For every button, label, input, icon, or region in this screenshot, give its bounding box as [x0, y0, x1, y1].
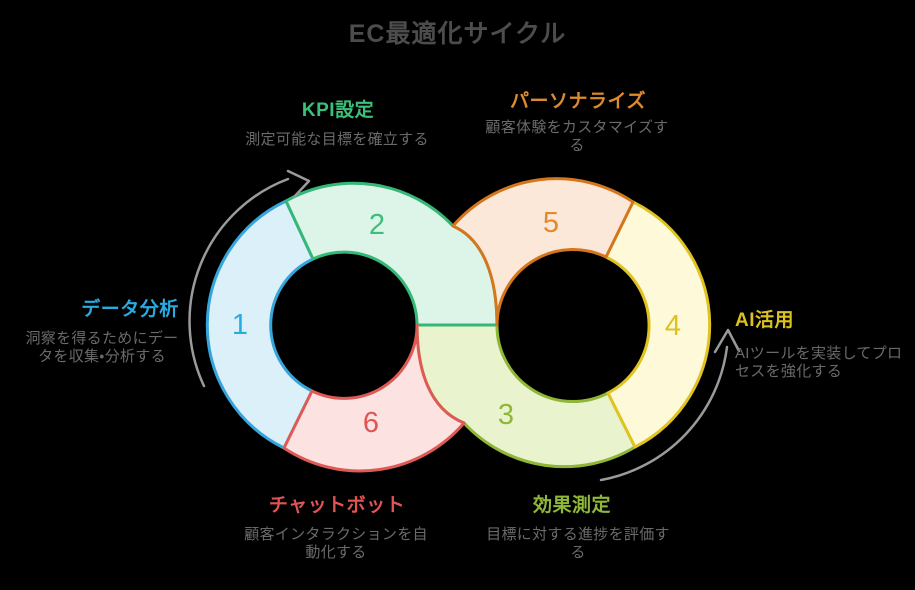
step-1-title: データ分析: [81, 299, 179, 320]
step-1-desc: 洞察を得るためにデー タを収集・分析する: [25, 330, 179, 365]
step-5-arc: [451, 177, 635, 327]
step-2-desc: 測定可能な目標を確立する: [245, 131, 429, 148]
page-title: EC最適化サイクル: [348, 20, 567, 48]
step-2-arc: [284, 181, 499, 327]
step-5-desc: 顧客体験をカスタマイズす る: [485, 119, 669, 154]
step-5-number: 5: [543, 207, 559, 239]
step-4-desc: AIツールを実装してプロ セスを強化する: [735, 345, 903, 380]
step-4-title: AI活用: [735, 310, 795, 331]
step-6-title: チャットボット: [268, 495, 406, 516]
step-1-number: 1: [232, 309, 248, 341]
step-3-number: 3: [498, 399, 514, 431]
step-2-number: 2: [369, 209, 385, 241]
step-5-title: パーソナライズ: [510, 91, 646, 112]
step-4-number: 4: [665, 310, 681, 342]
step-3-arc: [415, 323, 637, 469]
step-6-desc: 顧客インタラクションを自 動化する: [244, 526, 428, 561]
step-3-title: 効果測定: [532, 495, 611, 516]
step-4-arc: [604, 200, 712, 449]
step-1-arc: [205, 199, 315, 450]
step-6-number: 6: [363, 407, 379, 439]
step-6-arc: [282, 323, 466, 473]
step-2-title: KPI設定: [301, 100, 375, 121]
left-cycle-arrow-icon: [188, 169, 311, 388]
step-3-desc: 目標に対する進捗を評価す る: [486, 526, 670, 561]
right-cycle-arrow-icon: [599, 328, 741, 482]
